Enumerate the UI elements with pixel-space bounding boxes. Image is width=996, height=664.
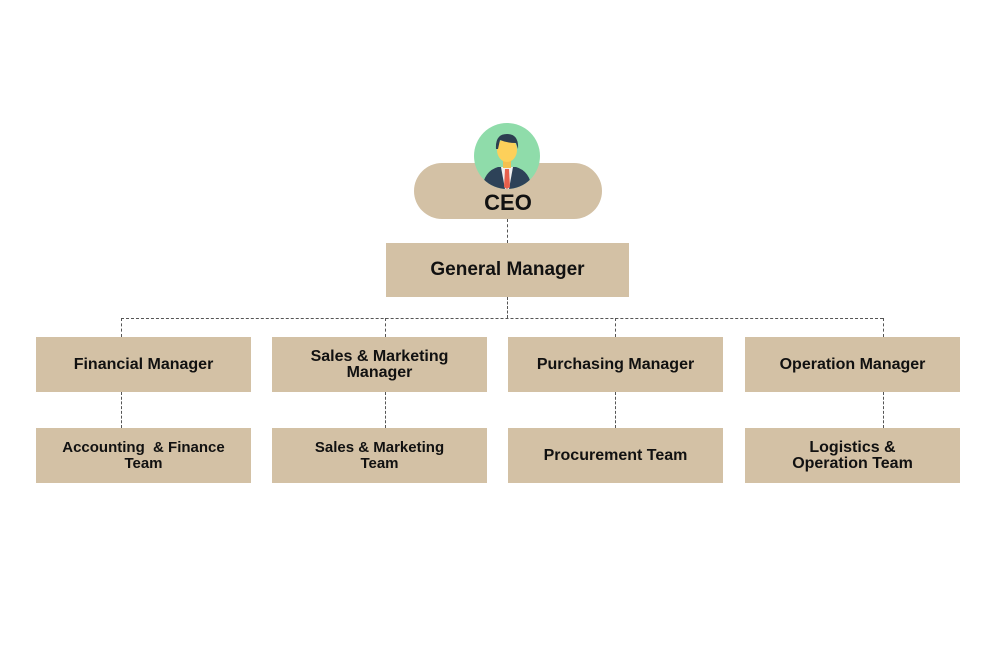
team-node: Procurement Team <box>508 428 723 483</box>
manager-label: Sales & Marketing Manager <box>310 347 449 381</box>
general-manager-label: General Manager <box>430 259 585 280</box>
connector <box>507 219 508 243</box>
connector <box>615 392 616 428</box>
team-label: Accounting & Finance Team <box>62 438 229 472</box>
connector <box>883 392 884 428</box>
connector <box>121 392 122 428</box>
team-node: Sales & Marketing Team <box>272 428 487 483</box>
businessman-avatar-icon <box>474 123 540 189</box>
general-manager-node: General Manager <box>386 243 629 297</box>
manager-label: Operation Manager <box>779 355 926 373</box>
manager-node: Operation Manager <box>745 337 960 392</box>
team-label: Procurement Team <box>543 446 688 464</box>
connector <box>121 318 883 319</box>
team-node: Logistics & Operation Team <box>745 428 960 483</box>
connector <box>385 392 386 428</box>
manager-node: Financial Manager <box>36 337 251 392</box>
team-label: Logistics & Operation Team <box>792 438 913 472</box>
manager-label: Financial Manager <box>73 355 214 373</box>
ceo-label: CEO <box>484 190 532 215</box>
manager-label: Purchasing Manager <box>536 355 695 373</box>
connector <box>883 318 884 337</box>
connector <box>385 318 386 337</box>
team-node: Accounting & Finance Team <box>36 428 251 483</box>
connector <box>615 318 616 337</box>
connector <box>507 297 508 318</box>
connector <box>121 318 122 337</box>
team-label: Sales & Marketing Team <box>314 438 445 472</box>
manager-node: Sales & Marketing Manager <box>272 337 487 392</box>
manager-node: Purchasing Manager <box>508 337 723 392</box>
